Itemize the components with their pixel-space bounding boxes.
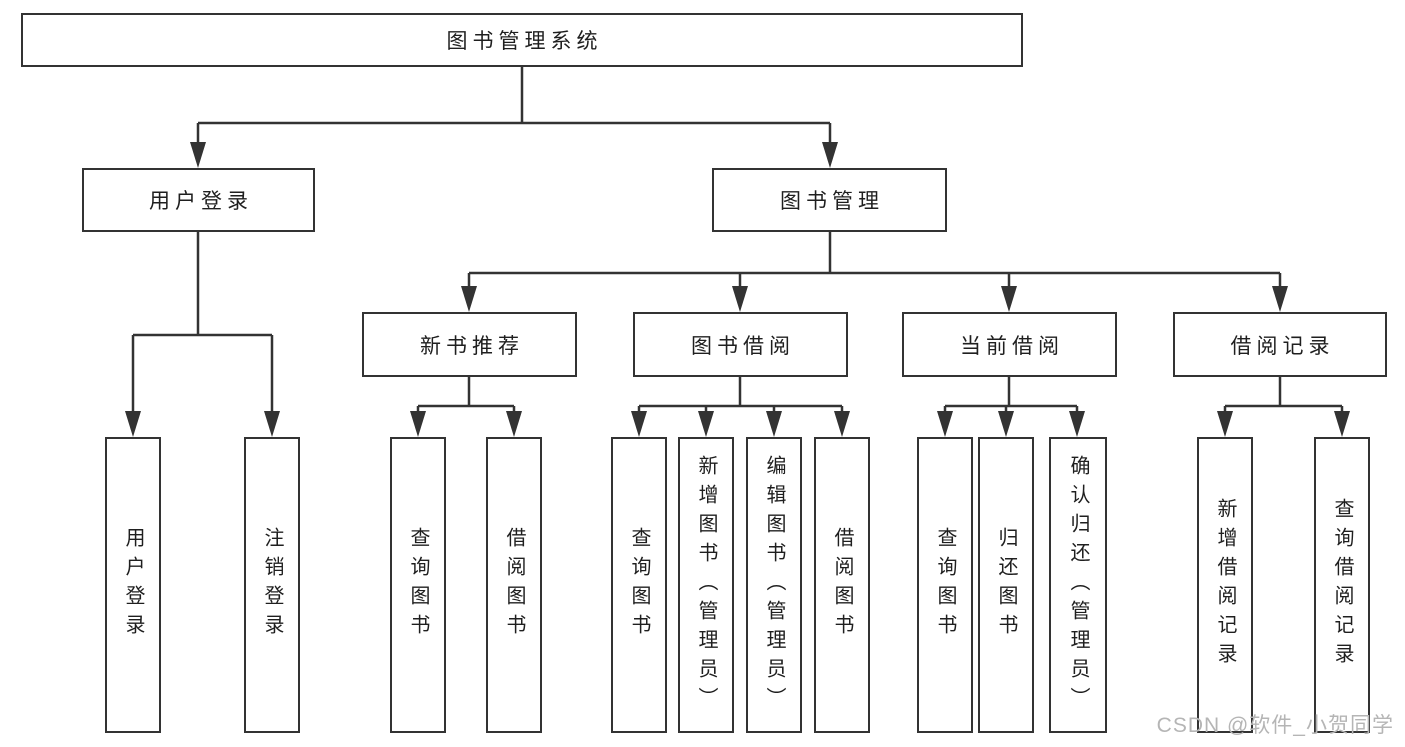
leaf-add-books-admin-label: 新增图书（管理员） — [695, 454, 717, 716]
node-book-management: 图书管理 — [712, 168, 947, 232]
leaf-return-books-label: 归还图书 — [995, 527, 1017, 643]
node-borrow-records-label: 借阅记录 — [1230, 334, 1335, 358]
node-user-login-label: 用户登录 — [149, 190, 253, 213]
leaf-return-books: 归还图书 — [978, 437, 1034, 733]
leaf-query-books-recommend: 查询图书 — [390, 437, 446, 733]
leaf-add-borrow-record-label: 新增借阅记录 — [1214, 498, 1236, 672]
leaf-add-borrow-record: 新增借阅记录 — [1197, 437, 1253, 733]
leaf-query-borrow-record-label: 查询借阅记录 — [1331, 498, 1353, 672]
leaf-borrow-books-recommend: 借阅图书 — [486, 437, 542, 733]
leaf-borrow-books: 借阅图书 — [814, 437, 870, 733]
leaf-logout: 注销登录 — [244, 437, 300, 733]
node-new-book-recommend-label: 新书推荐 — [420, 334, 524, 358]
node-library-system-label: 图书管理系统 — [446, 30, 603, 53]
leaf-borrow-books-label: 借阅图书 — [831, 527, 853, 643]
leaf-confirm-return-admin: 确认归还（管理员） — [1049, 437, 1107, 733]
leaf-edit-books-admin-label: 编辑图书（管理员） — [763, 454, 785, 716]
leaf-add-books-admin: 新增图书（管理员） — [678, 437, 734, 733]
leaf-logout-label: 注销登录 — [261, 527, 283, 643]
node-current-borrowing-label: 当前借阅 — [960, 334, 1064, 358]
node-new-book-recommend: 新书推荐 — [362, 312, 577, 377]
node-book-management-label: 图书管理 — [780, 190, 884, 213]
leaf-confirm-return-admin-label: 确认归还（管理员） — [1067, 454, 1089, 716]
leaf-edit-books-admin: 编辑图书（管理员） — [746, 437, 802, 733]
leaf-query-books-recommend-label: 查询图书 — [407, 527, 429, 643]
node-library-system: 图书管理系统 — [21, 13, 1023, 67]
node-current-borrowing: 当前借阅 — [902, 312, 1117, 377]
leaf-query-books-current-label: 查询图书 — [934, 527, 956, 643]
node-user-login: 用户登录 — [82, 168, 315, 232]
leaf-borrow-books-recommend-label: 借阅图书 — [503, 527, 525, 643]
node-book-borrowing: 图书借阅 — [633, 312, 848, 377]
node-borrow-records: 借阅记录 — [1173, 312, 1387, 377]
node-book-borrowing-label: 图书借阅 — [691, 334, 795, 358]
leaf-query-books-borrow: 查询图书 — [611, 437, 667, 733]
leaf-query-books-current: 查询图书 — [917, 437, 973, 733]
leaf-query-borrow-record: 查询借阅记录 — [1314, 437, 1370, 733]
leaf-user-login: 用户登录 — [105, 437, 161, 733]
leaf-query-books-borrow-label: 查询图书 — [628, 527, 650, 643]
watermark: CSDN @软件_小贺同学 — [1156, 714, 1394, 737]
leaf-user-login-label: 用户登录 — [122, 527, 144, 643]
